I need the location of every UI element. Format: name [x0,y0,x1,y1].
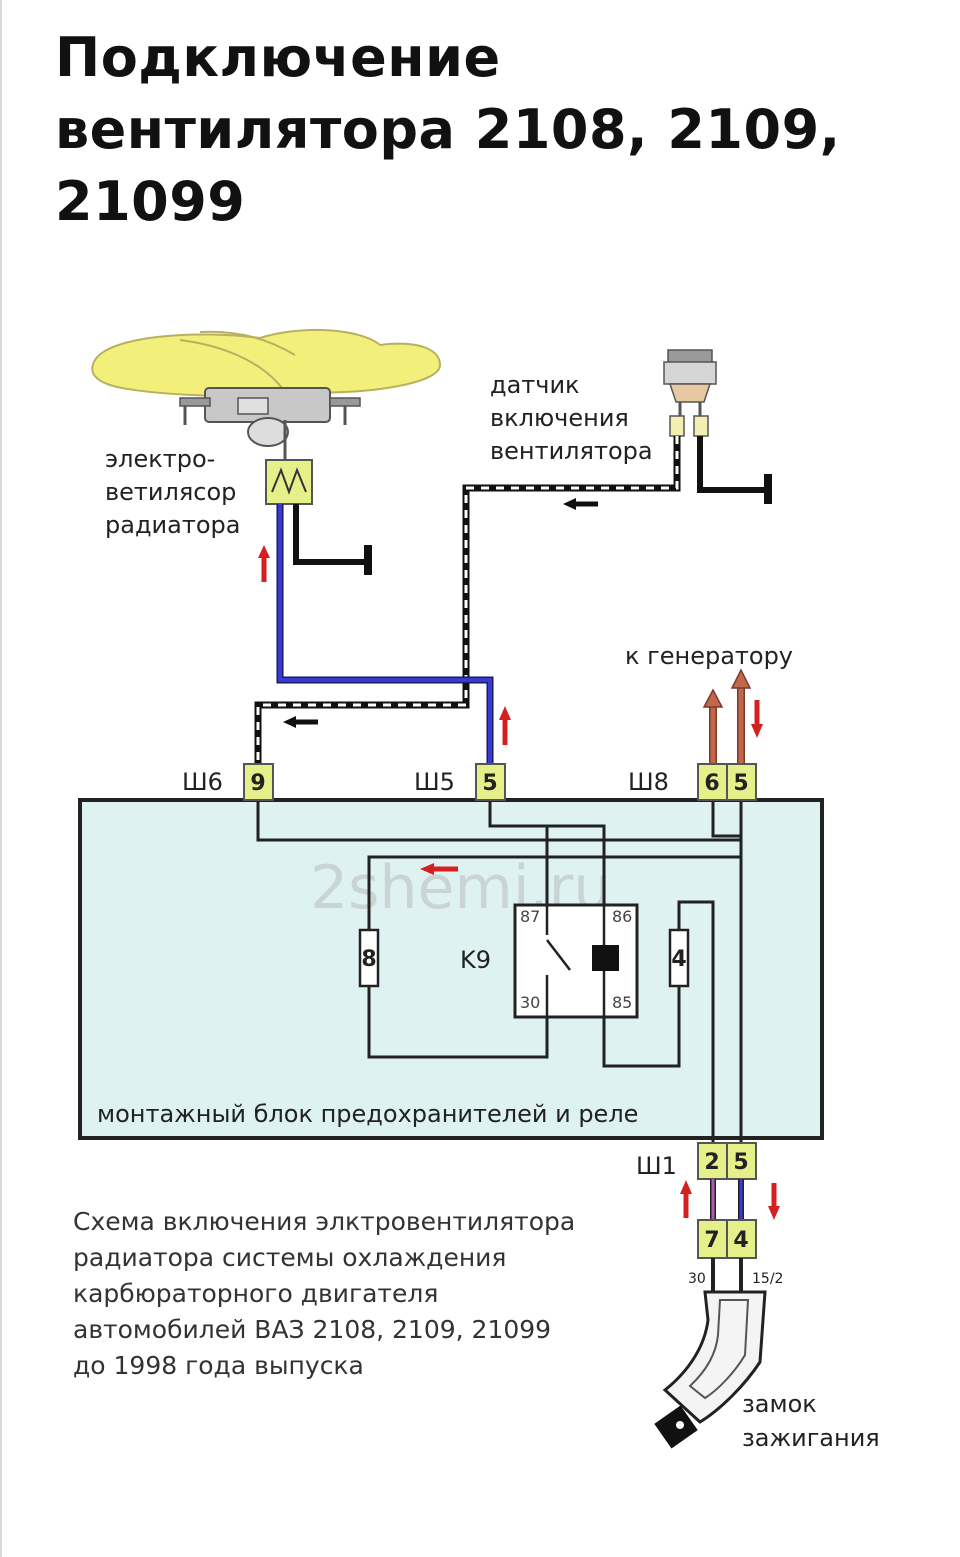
fan-label-line2: ветилясор [105,478,236,506]
fan-blue-wire [276,504,494,766]
generator-wires [702,668,752,766]
fuse-8: 8 [358,928,380,988]
sensor-label-line1: датчик [490,371,580,399]
caption-line5: до 1998 года выпуска [73,1351,364,1380]
fuse-4-label: 4 [671,947,686,972]
fan-label-line3: радиатора [105,511,240,539]
connector-sh5 [475,763,506,801]
connector-sh5-name: Ш5 [414,768,455,796]
caption-line3: карбюраторного двигателя [73,1279,438,1308]
page-title: Подключение вентилятора 2108, 2109, 2109… [55,26,841,233]
caption-line2: радиатора системы охлаждения [73,1243,506,1272]
arrow-left-icon [283,716,318,728]
connector-sh6-pin: 9 [250,771,265,796]
arrow-left-icon [420,863,458,875]
connector-sh1-pin-5-label: 5 [733,1150,748,1175]
arrow-up-icon [499,706,511,745]
connector-sh1-pin-2-label: 2 [704,1150,719,1175]
fuse-4: 4 [668,928,690,988]
relay-pin-87: 87 [520,907,540,926]
connector-sh1-pin-5 [726,1142,757,1180]
ignition-term-15-2: 15/2 [752,1271,783,1287]
arrow-down-icon [768,1183,780,1220]
connector-sh1-name: Ш1 [636,1152,677,1180]
connector-sh8-pin-6-label: 6 [704,771,719,796]
ignition-term-30: 30 [688,1271,706,1287]
ignition-connector-pin-7-label: 7 [704,1228,719,1253]
ignition-label-line2: зажигания [742,1424,880,1452]
connector-sh6 [243,763,274,801]
connector-sh1-pin-2 [697,1142,728,1180]
connector-sh8-pin-6 [697,763,728,801]
generator-label: к генератору [625,642,793,670]
ignition-label-line1: замок [742,1390,817,1418]
ignition-connector-pin-4-label: 4 [733,1228,748,1253]
fan-label-line1: электро- [105,445,215,473]
radiator-fan-icon [91,328,442,460]
relay-k9: 87 86 30 85 [513,903,639,1019]
fan-ground-icon [293,504,372,575]
block-internal-wiring [256,800,743,1143]
arrow-down-icon [751,700,763,738]
caption-line4: автомобилей ВАЗ 2108, 2109, 21099 [73,1315,551,1344]
sensor-label-line2: включения [490,404,629,432]
connector-sh6-name: Ш6 [182,768,223,796]
fuse-relay-block [78,798,824,1140]
ignition-connector-pin-4 [726,1219,757,1259]
arrow-left-icon [563,498,598,510]
fuse-8-label: 8 [361,947,376,972]
block-label: монтажный блок предохранителей и реле [97,1100,638,1128]
sensor-wire [254,436,681,766]
left-edge-divider [0,0,2,1557]
caption-line1: Схема включения элктровентилятора [73,1207,575,1236]
connector-sh8-pin-5 [726,763,757,801]
sensor-label-line3: вентилятора [490,437,653,465]
fan-connector [265,459,313,505]
sensor-ground-icon [697,436,772,504]
relay-name: K9 [460,946,491,974]
arrow-up-icon [258,545,270,582]
relay-pin-30: 30 [520,993,540,1012]
fan-switch-sensor-icon [663,349,717,437]
ignition-wires [710,1179,744,1220]
connector-sh5-pin: 5 [482,771,497,796]
relay-pin-86: 86 [612,907,632,926]
relay-pin-85: 85 [612,993,632,1012]
ignition-switch-icon [654,1258,767,1449]
connector-sh8-name: Ш8 [628,768,669,796]
arrow-up-icon [680,1180,692,1218]
connector-sh8-pin-5-label: 5 [733,771,748,796]
